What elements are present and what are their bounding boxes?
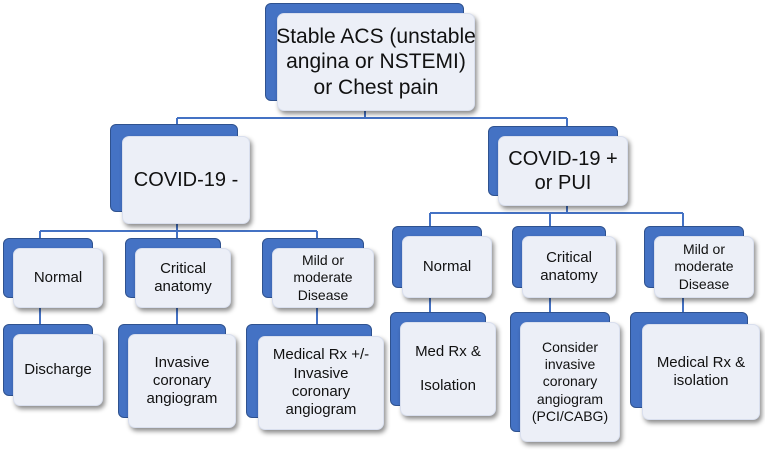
right-normal-node: Normal xyxy=(392,226,492,298)
root-line-2: angina or NSTEMI) xyxy=(286,50,466,74)
left-mild-label-line-1: Mild or xyxy=(301,252,344,269)
left-medrx-line-3: coronary xyxy=(291,383,351,400)
right-consider-invasive-node: Consider invasive coronary angiogram (PC… xyxy=(510,312,620,442)
left-medrx-line-4: angiogram xyxy=(285,401,357,419)
right-consider-line-3: coronary xyxy=(542,373,598,390)
left-normal-label: Normal xyxy=(33,268,83,286)
right-medical-line-2: isolation xyxy=(673,372,729,389)
right-medical-line-1: Medical Rx & xyxy=(656,353,746,371)
right-critical-label-line-1: Critical xyxy=(546,248,592,266)
left-invasive-angiogram-node: Invasive coronary angiogram xyxy=(118,324,236,428)
right-med-rx-isolation-node: Med Rx & Isolation xyxy=(390,312,496,416)
left-critical-anatomy-node: Critical anatomy xyxy=(125,238,231,308)
left-normal-node: Normal xyxy=(3,238,103,308)
covid-positive-node: COVID-19 + or PUI xyxy=(488,126,628,206)
right-medrx-line-2: Isolation xyxy=(420,377,476,394)
left-mild-label-line-2: moderate xyxy=(293,269,353,286)
left-angiogram-line-1: Invasive xyxy=(154,353,210,371)
left-critical-label-line-2: anatomy xyxy=(154,278,212,295)
right-mild-label-line-3: Disease xyxy=(678,275,730,292)
right-critical-anatomy-node: Critical anatomy xyxy=(512,226,616,298)
right-normal-label: Normal xyxy=(422,257,472,275)
covid-negative-label: COVID-19 - xyxy=(133,168,239,191)
root-line-3: or Chest pain xyxy=(313,75,439,99)
root-line-1: Stable ACS (unstable xyxy=(276,24,476,48)
right-medical-rx-isolation-node: Medical Rx & isolation xyxy=(630,312,760,420)
right-critical-label-line-2: anatomy xyxy=(540,267,598,284)
right-mild-moderate-node: Mild or moderate Disease xyxy=(644,226,754,298)
left-medrx-line-2: Invasive xyxy=(293,364,349,382)
right-consider-line-4: angiogram xyxy=(536,390,604,407)
left-angiogram-line-3: angiogram xyxy=(146,390,218,408)
right-medrx-line-1: Med Rx & xyxy=(415,342,481,360)
covid-negative-node: COVID-19 - xyxy=(110,124,250,224)
covid-positive-label-line-1: COVID-19 + xyxy=(508,147,618,170)
left-critical-label-line-1: Critical xyxy=(160,259,206,277)
right-mild-label-line-1: Mild or xyxy=(682,241,725,258)
covid-positive-label-line-2: or PUI xyxy=(534,172,592,194)
left-mild-label-line-3: Disease xyxy=(297,286,349,303)
left-medical-rx-node: Medical Rx +/- Invasive coronary angiogr… xyxy=(246,324,384,430)
left-medrx-line-1: Medical Rx +/- xyxy=(272,346,370,364)
right-mild-label-line-2: moderate xyxy=(674,258,734,275)
root-node: Stable ACS (unstable angina or NSTEMI) o… xyxy=(265,3,476,111)
right-consider-line-2: invasive xyxy=(544,356,596,373)
right-consider-line-1: Consider xyxy=(541,339,599,356)
left-angiogram-line-2: coronary xyxy=(152,371,212,389)
left-mild-moderate-node: Mild or moderate Disease xyxy=(262,238,374,308)
left-discharge-node: Discharge xyxy=(3,324,103,406)
discharge-label: Discharge xyxy=(24,360,92,378)
right-consider-line-5: (PCI/CABG) xyxy=(531,407,609,424)
